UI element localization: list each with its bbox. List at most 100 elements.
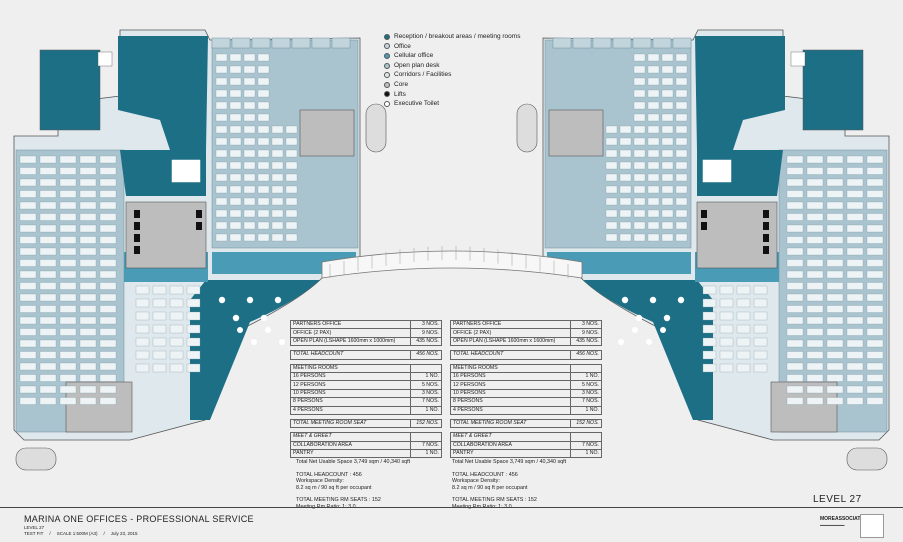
desk — [39, 155, 57, 164]
desk — [19, 397, 37, 405]
desk — [243, 161, 256, 170]
desk — [619, 125, 632, 134]
schedule-value: 7 NOS. — [410, 397, 442, 407]
desk — [647, 185, 660, 194]
left-wing-plan — [13, 29, 387, 471]
desk — [229, 89, 242, 98]
desk — [79, 201, 97, 210]
desk — [79, 374, 97, 382]
desk — [675, 149, 688, 158]
desk — [79, 224, 97, 233]
schedule-value: 152 NOS. — [410, 418, 442, 429]
desk — [633, 125, 646, 134]
desk — [661, 173, 674, 182]
desk — [866, 201, 884, 210]
desk — [152, 324, 167, 334]
desk — [633, 137, 646, 146]
lift — [196, 222, 202, 230]
lift — [701, 222, 707, 230]
desk — [39, 328, 57, 336]
legend-swatch-icon — [384, 33, 390, 40]
desk — [633, 101, 646, 110]
desk — [866, 282, 884, 290]
desk — [675, 161, 688, 170]
density-value: 8.2 sq m / 90 sq ft per occupant — [296, 484, 372, 491]
desk — [633, 113, 646, 122]
desk — [647, 53, 660, 62]
desk — [866, 270, 884, 279]
desk — [866, 351, 884, 359]
desk — [285, 197, 298, 206]
office-room — [552, 37, 572, 49]
legend-item: Lifts — [384, 90, 520, 100]
desk — [186, 337, 201, 347]
desk — [605, 125, 618, 134]
desk — [675, 185, 688, 194]
desk — [675, 173, 688, 182]
meeting-seats-text: TOTAL MEETING RM SEATS : 152 — [296, 497, 381, 504]
desk — [59, 259, 77, 267]
office-room — [592, 37, 612, 49]
meeting-table — [663, 314, 671, 322]
desk — [257, 221, 270, 230]
qr-code-icon — [860, 514, 884, 538]
legend-label: Open plan desk — [394, 61, 440, 69]
firm-logo-text: MOREASSOCIATES — [820, 516, 868, 522]
desk — [661, 185, 674, 194]
desk — [215, 65, 228, 74]
desk — [59, 305, 77, 313]
desk — [99, 351, 117, 359]
desk — [661, 197, 674, 206]
desk — [786, 362, 804, 371]
desk — [702, 324, 717, 334]
level-text: LEVEL 27 — [24, 525, 45, 530]
schedule-label: OPEN PLAN (LSHAPE 1600mm x 1600mm) — [450, 336, 571, 347]
schedule-value: 7 NOS. — [410, 440, 442, 451]
desk — [826, 351, 844, 359]
desk — [215, 173, 228, 182]
desk — [826, 270, 844, 279]
desk — [806, 362, 824, 371]
schedule-label: 10 PERSONS — [450, 388, 571, 399]
desk — [243, 53, 256, 62]
desk — [39, 213, 57, 221]
desk — [79, 167, 97, 175]
desk — [59, 270, 77, 279]
density-label: Workspace Density: — [296, 478, 344, 485]
desk — [736, 311, 751, 321]
schedule-label: OPEN PLAN (LSHAPE 1600mm x 1000mm) — [290, 336, 411, 347]
schedule-label: TOTAL HEADCOUNT — [450, 350, 571, 360]
legend-swatch-icon — [384, 43, 390, 50]
desk — [806, 282, 824, 290]
desk — [826, 213, 844, 221]
desk — [866, 236, 884, 244]
desk — [736, 363, 751, 373]
desk — [257, 113, 270, 122]
desk — [826, 339, 844, 348]
desk — [79, 282, 97, 290]
schedule-label: MEETING ROOMS — [290, 363, 411, 373]
office-room — [331, 37, 351, 49]
net-space-text: Total Net Usable Space 3,749 sqm / 40,34… — [296, 459, 411, 465]
desk — [99, 316, 117, 325]
desk — [633, 173, 646, 182]
desk — [243, 77, 256, 86]
desk — [675, 137, 688, 146]
desk — [661, 161, 674, 170]
desk — [846, 247, 864, 256]
desk — [619, 173, 632, 182]
desk — [866, 385, 884, 394]
desk — [786, 385, 804, 394]
fit-text: TEST FIT — [24, 531, 44, 536]
legend-swatch-icon — [384, 91, 390, 98]
desk — [661, 221, 674, 230]
desk — [826, 247, 844, 256]
desk — [99, 190, 117, 198]
schedule-value: 1 NO. — [570, 449, 602, 459]
lift — [701, 210, 707, 218]
desk — [152, 285, 167, 295]
desk — [605, 233, 618, 242]
reception-zone — [118, 36, 208, 150]
